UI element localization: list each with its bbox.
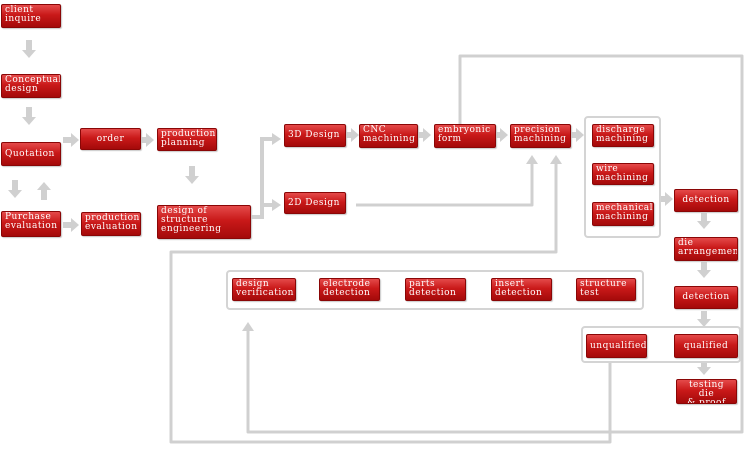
node-purchase-evaluation: Purchase evaluation bbox=[1, 211, 61, 237]
arrow-loop-to-precision-head bbox=[550, 155, 562, 164]
node-order: order bbox=[80, 128, 141, 150]
arrow-2d-to-precision-head bbox=[526, 155, 538, 164]
node-parts-detection: parts detection bbox=[405, 278, 466, 301]
arrow-branch-to-2d bbox=[272, 199, 281, 211]
node-design-structure-engineering: design of structure engineering bbox=[157, 205, 251, 239]
line-structure-branch bbox=[251, 137, 274, 219]
arrow-order-to-planning bbox=[141, 133, 154, 147]
node-3d-design: 3D Design bbox=[284, 124, 346, 147]
arrow-quotation-to-order bbox=[63, 133, 79, 147]
line-embryonic-to-top-loop bbox=[246, 54, 744, 434]
arrow-purchase-to-quotation bbox=[37, 182, 51, 200]
node-testing-die-proof: testing die & proof bbox=[676, 379, 737, 404]
line-unqualified-loop bbox=[169, 162, 612, 444]
arrow-group-to-detection bbox=[661, 192, 673, 206]
node-qualified: qualified bbox=[674, 334, 738, 358]
node-electrode-detection: electrode detection bbox=[319, 278, 380, 301]
node-production-evaluation: production evaluation bbox=[81, 212, 141, 236]
node-structure-test: structure test bbox=[576, 278, 636, 301]
node-design-verification: design verification bbox=[232, 278, 296, 301]
arrow-precision-to-group bbox=[571, 128, 584, 142]
arrow-branch-to-3d bbox=[272, 133, 281, 145]
node-detection-1: detection bbox=[674, 189, 738, 212]
node-embryonic-form: embryonic form bbox=[434, 124, 496, 148]
node-insert-detection: insert detection bbox=[491, 278, 552, 301]
node-client-inquire: client inquire bbox=[1, 4, 61, 28]
arrow-3d-to-cnc bbox=[346, 128, 359, 142]
node-precision-machining: precision machining bbox=[510, 124, 571, 148]
arrow-embryonic-to-precision bbox=[496, 128, 508, 142]
node-detection-2: detection bbox=[674, 286, 738, 309]
node-conceptual-design: Conceptual design bbox=[1, 74, 61, 98]
arrow-detection-to-qualified bbox=[697, 311, 711, 327]
node-mechanical-machining: mechanical machining bbox=[592, 202, 654, 226]
arrow-qualified-to-testing bbox=[697, 360, 711, 375]
node-quotation: Quotation bbox=[1, 142, 61, 166]
node-2d-design: 2D Design bbox=[284, 192, 346, 214]
node-wire-machining: wire machining bbox=[592, 163, 654, 185]
node-discharge-machining: discharge machining bbox=[592, 124, 654, 147]
arrow-inquire-to-concept bbox=[22, 40, 36, 58]
arrow-cnc-to-embryonic bbox=[418, 128, 431, 142]
arrow-loop-to-verification-head bbox=[242, 322, 254, 331]
arrow-purchase-to-prodeval bbox=[63, 218, 79, 232]
arrow-planning-to-structure bbox=[185, 166, 199, 184]
node-unqualified: unqualified bbox=[586, 334, 647, 358]
node-die-arrangement: die arrangement bbox=[674, 237, 738, 261]
node-production-planning: production planning bbox=[157, 128, 217, 151]
arrow-concept-to-quotation bbox=[22, 107, 36, 125]
arrow-arrangement-to-detection bbox=[697, 262, 711, 278]
node-cnc-machining: CNC machining bbox=[359, 124, 418, 148]
arrow-quotation-to-purchase bbox=[8, 180, 22, 198]
line-2d-to-precision bbox=[356, 162, 534, 207]
arrow-detection-to-arrangement bbox=[697, 213, 711, 229]
